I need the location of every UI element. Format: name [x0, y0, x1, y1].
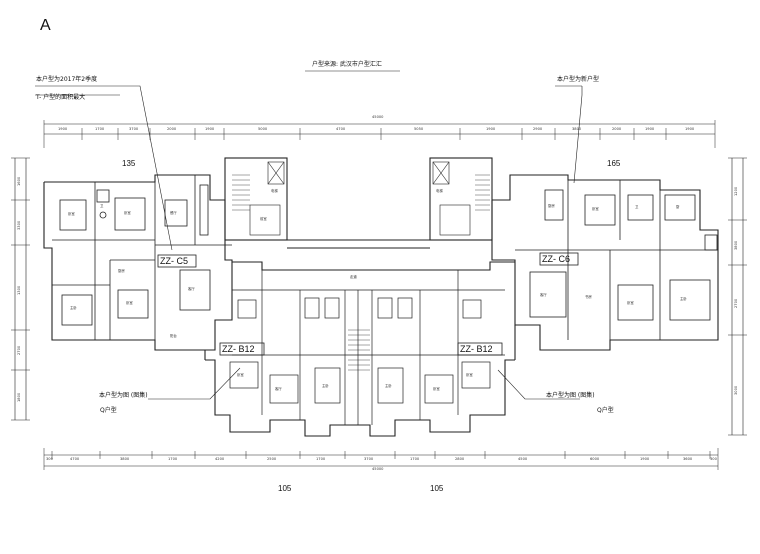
dim-top-seg: 1900	[486, 127, 496, 131]
dim-bottom-seg: 1700	[410, 457, 420, 461]
dim-bottom-seg: 3700	[364, 457, 374, 461]
middle-units-walls	[229, 270, 505, 425]
building-outline	[43, 157, 719, 437]
room-label: 主卧	[322, 384, 329, 388]
dim-top-seg: 3800	[572, 127, 582, 131]
dim-bottom-seg: 3600	[683, 457, 693, 461]
dim-top-seg: 4700	[336, 127, 346, 131]
room-label: 阳台	[170, 334, 177, 338]
dim-top-seg: 2000	[612, 127, 622, 131]
area-top-left: 135	[122, 159, 136, 168]
room-label: 电梯	[436, 189, 443, 193]
drawing-title: 户型来源: 武汉市户型汇汇	[312, 61, 382, 68]
room-label: 主卧	[385, 384, 392, 388]
dim-left-seg: 1300	[17, 285, 21, 295]
dim-bottom-seg: 2500	[267, 457, 277, 461]
area-bottom-left: 105	[278, 484, 292, 493]
room-label: 电梯	[271, 189, 278, 193]
dim-bottom-seg: 1700	[316, 457, 326, 461]
unit-label-c5: ZZ- C5	[160, 256, 188, 266]
right-dimension-chain	[728, 157, 747, 436]
dim-top-seg: 2900	[533, 127, 543, 131]
room-label: 卧室	[237, 373, 244, 377]
dim-left-seg: 1800	[17, 392, 21, 402]
room-label: 卧室	[124, 211, 131, 215]
type-label-right: Q户型	[597, 407, 614, 414]
room-label: 卧室	[433, 387, 440, 391]
dim-right-seg: 3000	[734, 385, 738, 395]
area-bottom-right: 105	[430, 484, 444, 493]
room-label: 卧室	[126, 301, 133, 305]
room-label: 卧室	[68, 212, 75, 216]
dim-bottom-seg: 1700	[168, 457, 178, 461]
room-label: 书房	[585, 295, 592, 299]
room-label: 厨房	[118, 269, 125, 273]
note-top-right: 本户型为新户型	[557, 76, 600, 83]
dim-top-seg: 5000	[258, 127, 268, 131]
sheet-letter: A	[40, 17, 51, 34]
dim-right-seg: 1200	[734, 186, 738, 196]
dim-bottom-seg: 4500	[518, 457, 528, 461]
dim-top-seg: 1900	[685, 127, 695, 131]
dim-top-seg: 1700	[95, 127, 105, 131]
annotation-leaders	[35, 85, 583, 400]
room-label: 卫	[100, 204, 104, 208]
dim-left-seg: 2700	[17, 345, 21, 355]
right-unit-walls	[515, 180, 718, 340]
area-top-right: 165	[607, 159, 621, 168]
dim-top-seg: 1900	[205, 127, 215, 131]
dim-top-total: 45000	[372, 115, 384, 119]
dim-bottom-seg: 4700	[70, 457, 80, 461]
dim-left-seg: 3300	[17, 220, 21, 230]
dim-bottom-seg: 300	[46, 457, 53, 461]
dim-bottom-seg: 2800	[455, 457, 465, 461]
core-details	[232, 161, 490, 236]
room-label: 卧室	[592, 207, 599, 211]
room-label: 卧室	[466, 373, 473, 377]
dim-top-seg: 1900	[58, 127, 68, 131]
room-label: 主卧	[680, 297, 687, 301]
dim-bottom-seg: 4200	[215, 457, 225, 461]
dim-top-seg: 3700	[129, 127, 139, 131]
room-label: 餐厅	[170, 211, 177, 215]
room-label: 厨	[676, 205, 680, 209]
unit-label-boxes	[157, 252, 579, 356]
note-bottom-right: 本户型为图 (图集)	[546, 392, 595, 399]
dim-top-seg: 1900	[645, 127, 655, 131]
dim-bottom-seg: 1900	[640, 457, 650, 461]
unit-label-c6: ZZ- C6	[542, 254, 570, 264]
room-label: 卫	[635, 205, 639, 209]
bottom-dimension-chain	[43, 448, 719, 470]
left-dimension-chain	[11, 157, 30, 421]
dim-top-seg: 2000	[167, 127, 177, 131]
note-top-left-2: T- 户型的面积最大	[36, 94, 86, 101]
room-label: 主卧	[70, 306, 77, 310]
note-bottom-left: 本户型为图 (图集)	[99, 392, 148, 399]
room-label: 前室	[260, 217, 267, 221]
room-label: 卧室	[627, 301, 634, 305]
room-label: 客厅	[188, 287, 195, 291]
type-label-left: Q户型	[100, 407, 117, 414]
dim-top-seg: 5050	[414, 127, 424, 131]
dim-right-seg: 3800	[734, 240, 738, 250]
left-unit-walls	[52, 175, 232, 340]
dim-bottom-seg: 3800	[120, 457, 130, 461]
room-label: 客厅	[275, 387, 282, 391]
room-label: 客厅	[540, 293, 547, 297]
room-label: 走道	[350, 275, 357, 279]
top-dimension-chain	[43, 120, 716, 148]
dim-bottom-seg: 6000	[590, 457, 600, 461]
room-label: 厨房	[548, 204, 555, 208]
unit-label-b12-right: ZZ- B12	[460, 344, 493, 354]
dim-right-seg: 2700	[734, 298, 738, 308]
note-top-left-1: 本户型为2017年2季度	[36, 76, 98, 83]
dim-left-seg: 1600	[17, 176, 21, 186]
dim-bottom-seg: 300	[710, 457, 717, 461]
dim-bottom-total: 45000	[372, 467, 384, 471]
unit-label-b12-left: ZZ- B12	[222, 344, 255, 354]
